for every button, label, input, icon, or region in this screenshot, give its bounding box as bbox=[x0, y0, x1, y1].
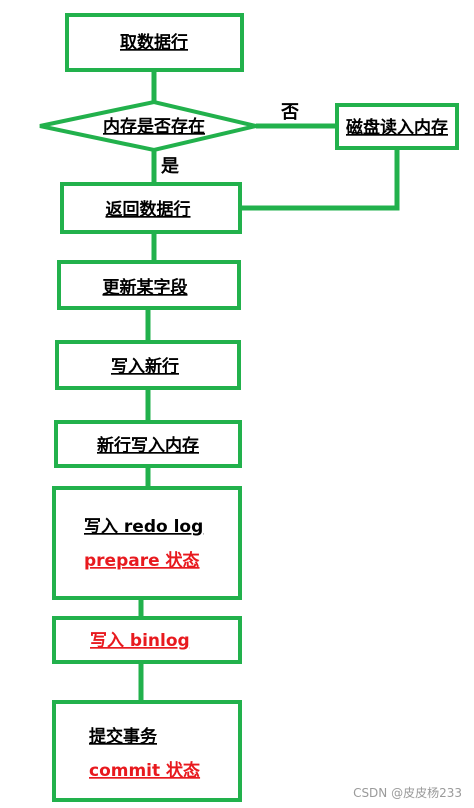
node-in-memory-decision-label: 内存是否存在 bbox=[103, 116, 205, 137]
node-fetch-row-label: 取数据行 bbox=[120, 32, 188, 53]
connectors bbox=[138, 70, 400, 702]
node-write-redo-label: 写入 redo log bbox=[84, 517, 203, 537]
node-new-row-to-memory-label: 新行写入内存 bbox=[97, 435, 199, 456]
node-write-new-row: 写入新行 bbox=[55, 340, 241, 390]
node-commit-tx: 提交事务 commit 状态 bbox=[52, 700, 242, 802]
node-redo-state-label: prepare 状态 bbox=[84, 550, 200, 571]
node-update-field-label: 更新某字段 bbox=[103, 277, 188, 298]
node-write-binlog-label: 写入 binlog bbox=[90, 631, 190, 651]
node-return-row-label: 返回数据行 bbox=[106, 199, 191, 220]
node-write-redo: 写入 redo log prepare 状态 bbox=[52, 486, 242, 600]
node-fetch-row: 取数据行 bbox=[65, 13, 244, 72]
node-disk-read: 磁盘读入内存 bbox=[335, 103, 459, 150]
edge-label-no: 否 bbox=[280, 102, 299, 123]
node-in-memory-decision: 内存是否存在 bbox=[39, 99, 257, 153]
edge-label-yes: 是 bbox=[160, 156, 179, 177]
node-commit-state-label: commit 状态 bbox=[89, 760, 200, 781]
edge-disk-to-return bbox=[240, 148, 400, 211]
node-write-new-row-label: 写入新行 bbox=[111, 356, 179, 377]
node-write-binlog: 写入 binlog bbox=[52, 616, 242, 664]
watermark: CSDN @皮皮杨233 bbox=[353, 785, 462, 800]
node-update-field: 更新某字段 bbox=[57, 260, 241, 310]
node-return-row: 返回数据行 bbox=[60, 182, 242, 234]
node-disk-read-label: 磁盘读入内存 bbox=[346, 117, 448, 138]
node-new-row-to-memory: 新行写入内存 bbox=[54, 420, 242, 468]
node-commit-tx-label: 提交事务 bbox=[89, 726, 158, 747]
